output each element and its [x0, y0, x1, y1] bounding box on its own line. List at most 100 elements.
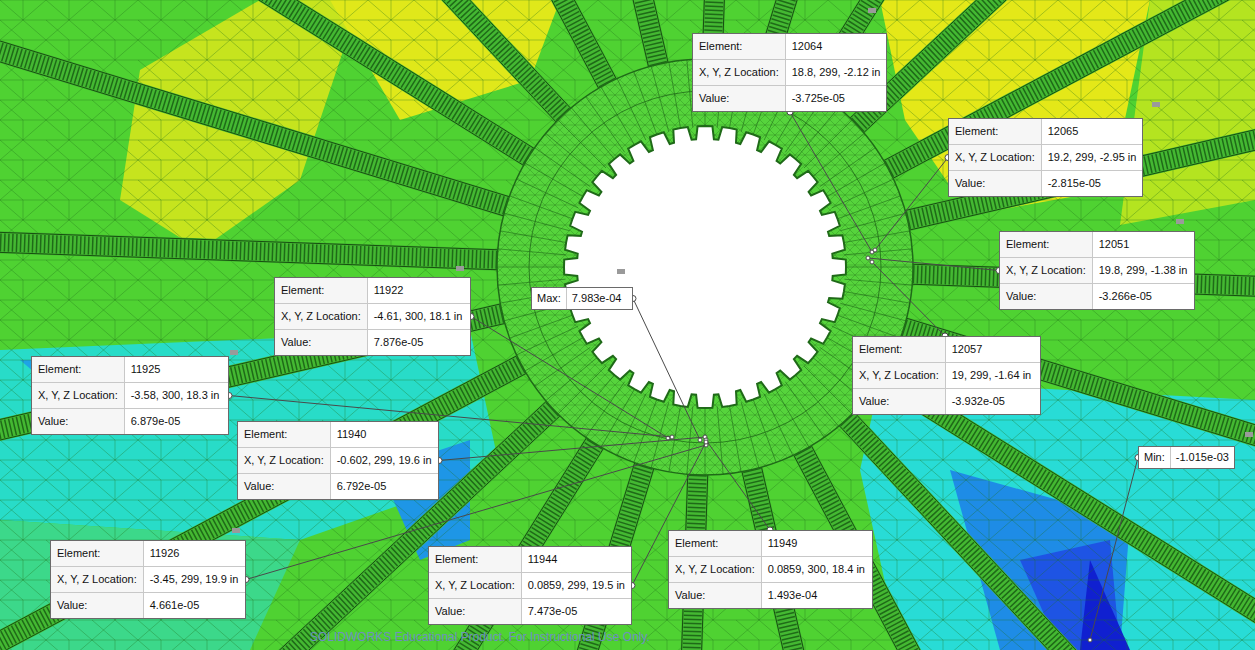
spline-bore: [564, 126, 846, 408]
leader-line: [1090, 458, 1138, 641]
probe-point: [870, 250, 874, 254]
probe-point: [870, 260, 874, 264]
field-value: 0.0859, 300, 18.4 in: [762, 557, 872, 583]
leader-line: [706, 440, 770, 530]
spoke-edge: [905, 284, 1255, 315]
hub-mesh-line: [687, 406, 693, 474]
hub-mesh-line: [529, 91, 881, 443]
probe-point: [704, 438, 708, 442]
spoke-edge: [448, 0, 650, 74]
field-value: -3.45, 299, 19.9 in: [144, 567, 245, 593]
spoke: [851, 0, 1255, 131]
spoke-mesh: [900, 20, 1255, 222]
probe-point: [704, 443, 708, 447]
probe-point: [670, 435, 674, 439]
hub-mesh-line: [795, 374, 839, 426]
field-label: Value:: [853, 389, 946, 414]
hub-mesh-line: [837, 315, 901, 338]
probe-result: Element:12064X, Y, Z Location:18.8, 299,…: [692, 33, 887, 112]
leader-line: [872, 262, 945, 336]
hub-mesh-line: [837, 196, 901, 219]
field-value: 6.879e-05: [125, 409, 228, 434]
probe-result: Element:11940X, Y, Z Location:-0.602, 29…: [237, 421, 439, 500]
hub-mesh-line: [546, 133, 598, 177]
hub-mesh-line: [571, 108, 615, 160]
spoke: [189, 0, 612, 90]
spoke-edge: [180, 0, 603, 95]
probe-point: [704, 440, 708, 444]
spoke-mesh: [0, 403, 559, 650]
field-label: Max:: [532, 288, 567, 309]
spoke-mesh: [0, 361, 528, 650]
leader-line: [633, 299, 700, 441]
field-label: Min:: [1139, 447, 1171, 468]
hub-mesh-line: [669, 62, 681, 129]
hub-mesh-line: [497, 267, 565, 268]
field-value: 12065: [1042, 119, 1143, 145]
spoke: [0, 361, 528, 650]
field-value: -0.602, 299, 19.6 in: [331, 448, 438, 474]
hub-mesh-line: [775, 388, 809, 447]
probe-point: [703, 435, 707, 439]
spoke: [0, 403, 559, 650]
probe-result: Element:11926X, Y, Z Location:-3.45, 299…: [50, 540, 246, 619]
field-label: Value:: [949, 171, 1042, 196]
spoke-edge: [0, 411, 566, 650]
leader-line: [875, 158, 948, 251]
hub-mesh-line: [525, 163, 584, 197]
field-label: Value:: [669, 583, 762, 608]
hub-mesh-line: [586, 97, 625, 153]
probe-point: [666, 436, 670, 440]
hub-mesh-line: [826, 163, 885, 197]
field-value: 11949: [762, 531, 872, 557]
spoke-edge: [467, 0, 669, 70]
field-label: Element:: [1000, 232, 1093, 258]
hub-mesh-line: [535, 347, 591, 386]
hub-mesh-line: [535, 148, 591, 187]
field-label: X, Y, Z Location:: [669, 557, 762, 583]
field-label: X, Y, Z Location:: [949, 145, 1042, 171]
field-label: Value:: [693, 86, 786, 111]
field-value: 12051: [1093, 232, 1194, 258]
hub-mesh-line: [601, 388, 635, 447]
field-label: X, Y, Z Location:: [32, 383, 125, 409]
hub-mesh-line: [845, 267, 913, 268]
field-label: X, Y, Z Location:: [275, 304, 368, 330]
field-value: -3.725e-05: [786, 86, 887, 111]
spoke-edge: [0, 0, 561, 128]
field-value: 18.8, 299, -2.12 in: [786, 60, 887, 86]
hub-mesh-line: [634, 399, 657, 463]
probe-result: Element:12051X, Y, Z Location:19.8, 299,…: [999, 231, 1195, 310]
hub-mesh-line: [571, 374, 615, 426]
field-value: 19.2, 299, -2.95 in: [1042, 145, 1143, 171]
hub-mesh-line: [525, 337, 584, 371]
field-value: 11925: [125, 357, 228, 383]
field-label: X, Y, Z Location:: [238, 448, 331, 474]
field-value: 12064: [786, 34, 887, 60]
spoke-mesh: [0, 0, 535, 161]
field-value: 1.493e-04: [762, 583, 872, 608]
spoke: [0, 0, 569, 121]
hub-mesh-line: [764, 394, 793, 456]
field-value: 11922: [368, 278, 470, 304]
field-label: Element:: [693, 34, 786, 60]
field-value: 19.8, 299, -1.38 in: [1093, 258, 1194, 284]
field-label: Value:: [51, 593, 144, 618]
field-label: Value:: [275, 330, 368, 355]
field-label: Value:: [429, 599, 522, 624]
field-value: -3.58, 300, 18.3 in: [125, 383, 228, 409]
field-label: Value:: [238, 474, 331, 499]
field-label: Element:: [429, 547, 522, 573]
hub-mesh-line: [717, 406, 723, 474]
spoke-edge: [0, 0, 541, 153]
hub-mesh-line: [617, 394, 646, 456]
probe-result: Element:12065X, Y, Z Location:19.2, 299,…: [948, 118, 1143, 197]
spoke-edge: [849, 406, 1255, 650]
hub-mesh-line: [844, 249, 912, 255]
spoke-edge: [0, 0, 530, 169]
hub-mesh-line: [785, 382, 824, 438]
field-value: 19, 299, -1.64 in: [946, 363, 1040, 389]
spoke-edge: [902, 29, 1255, 231]
field-value: 7.876e-05: [368, 330, 470, 355]
probe-result: Element:12057X, Y, Z Location:19, 299, -…: [852, 336, 1041, 415]
